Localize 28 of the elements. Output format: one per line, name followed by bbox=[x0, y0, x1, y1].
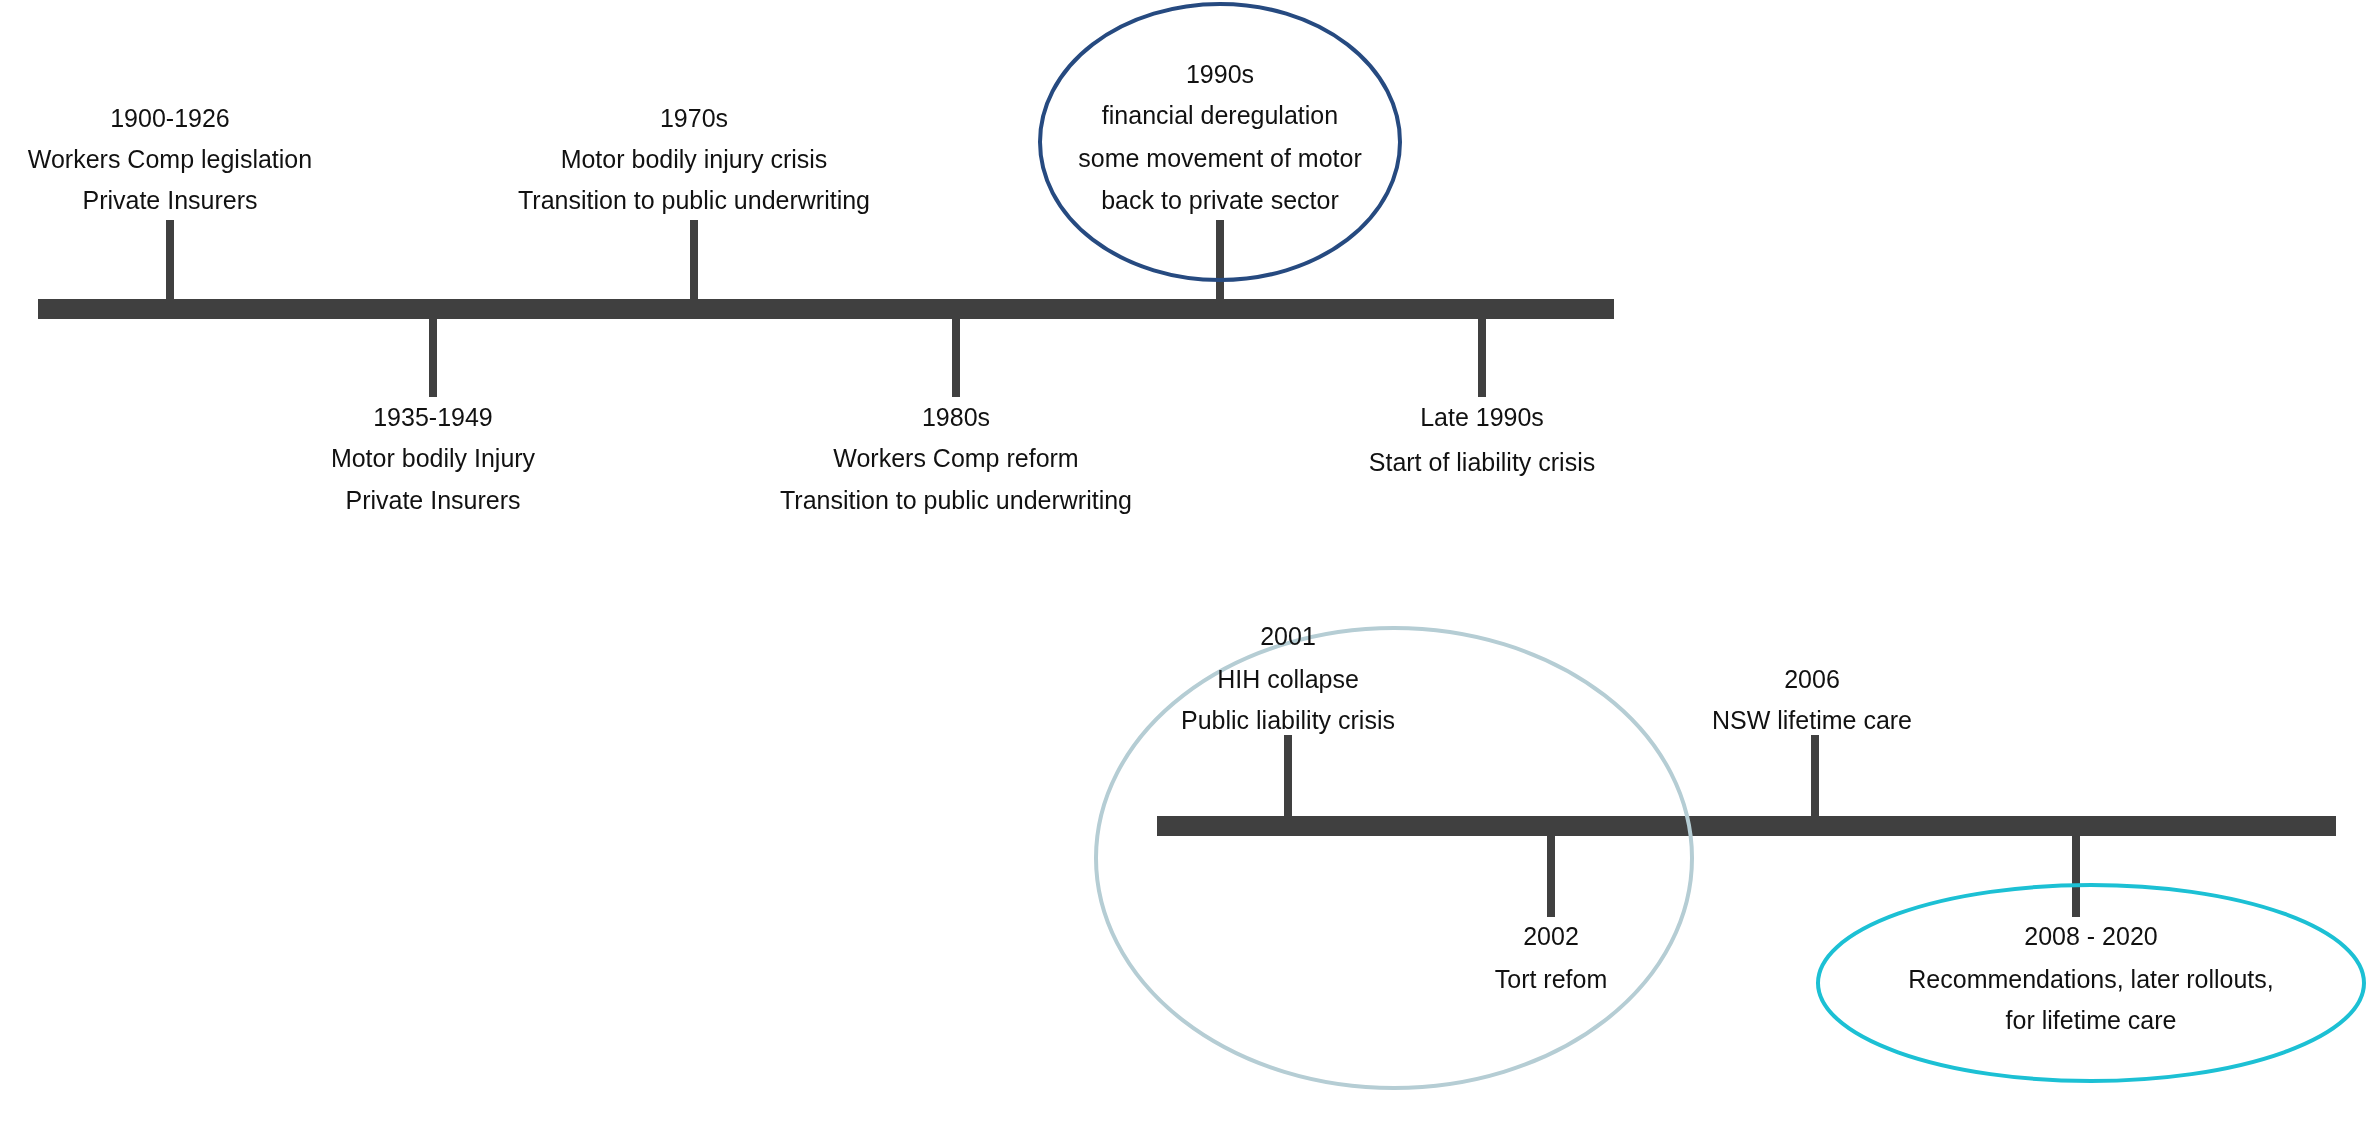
event-description: Private Insurers bbox=[345, 485, 521, 515]
event-description: some movement of motor bbox=[1078, 143, 1362, 173]
event-description: Start of liability crisis bbox=[1368, 447, 1596, 477]
event-description: back to private sector bbox=[1101, 185, 1339, 215]
year-label: 1935-1949 bbox=[373, 402, 493, 432]
year-label: 2001 bbox=[1260, 621, 1316, 651]
event-description: Private Insurers bbox=[82, 185, 258, 215]
event-description: Motor bodily Injury bbox=[330, 443, 536, 473]
event-description: Motor bodily injury crisis bbox=[560, 144, 828, 174]
year-label: Late 1990s bbox=[1420, 402, 1544, 432]
year-label: 2002 bbox=[1523, 921, 1579, 951]
event-description: Public liability crisis bbox=[1181, 705, 1395, 735]
event-description: HIH collapse bbox=[1217, 664, 1359, 694]
event-description: Workers Comp reform bbox=[833, 443, 1079, 473]
year-label: 2008 - 2020 bbox=[2024, 921, 2158, 951]
year-label: 1980s bbox=[921, 402, 991, 432]
event-description: Tort refom bbox=[1494, 964, 1608, 994]
event-description: for lifetime care bbox=[2005, 1005, 2177, 1035]
year-label: 1990s bbox=[1185, 59, 1255, 89]
event-description: NSW lifetime care bbox=[1712, 705, 1912, 735]
year-label: 2006 bbox=[1784, 664, 1840, 694]
event-description: financial deregulation bbox=[1101, 100, 1339, 130]
year-label: 1970s bbox=[659, 103, 729, 133]
event-description: Transition to public underwriting bbox=[518, 185, 870, 215]
event-description: Recommendations, later rollouts, bbox=[1908, 964, 2274, 994]
event-description: Workers Comp legislation bbox=[27, 144, 313, 174]
event-description: Transition to public underwriting bbox=[780, 485, 1132, 515]
year-label: 1900-1926 bbox=[110, 103, 230, 133]
